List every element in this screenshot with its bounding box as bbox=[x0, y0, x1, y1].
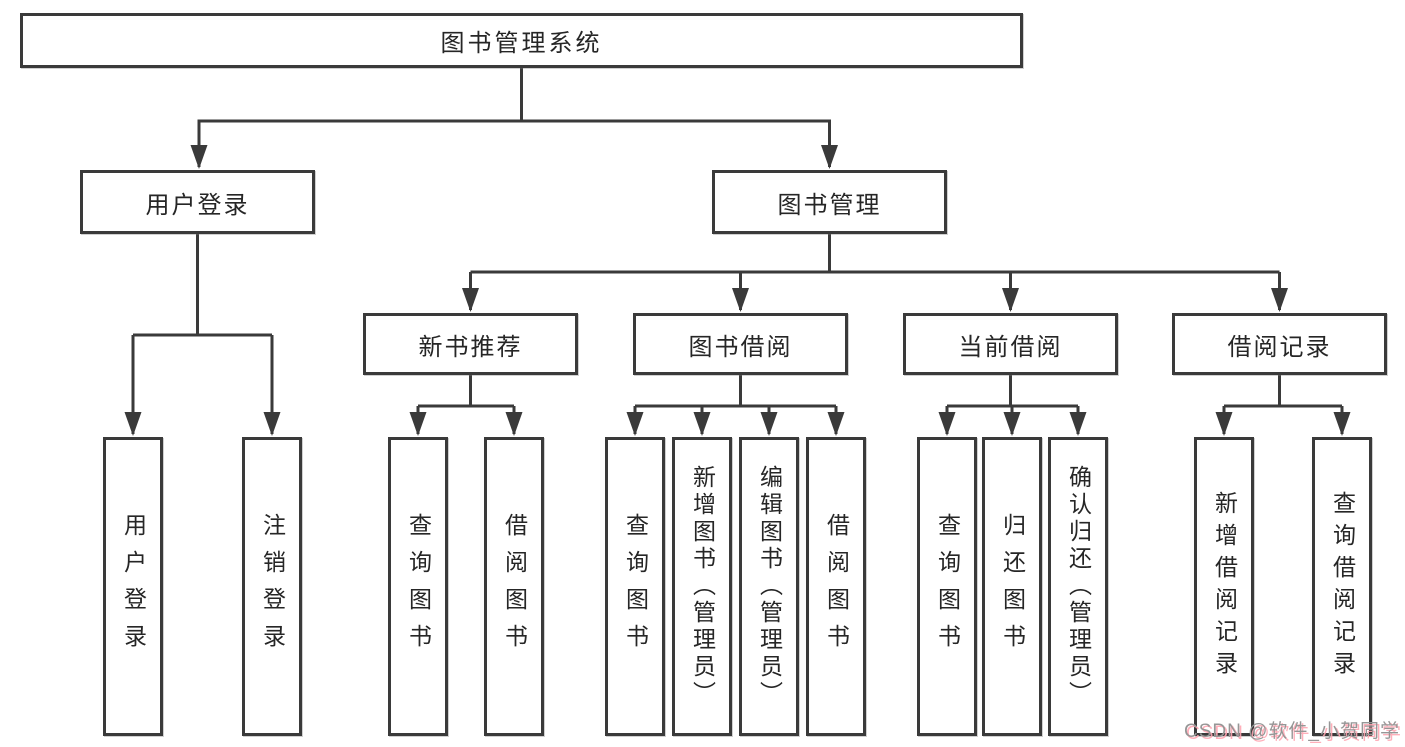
node-new-book-recommend: 新书推荐 bbox=[363, 313, 578, 375]
node-label: 注销登录 bbox=[259, 512, 286, 661]
node-label: 借阅图书 bbox=[823, 512, 850, 661]
node-current-borrow: 当前借阅 bbox=[903, 313, 1118, 375]
node-label: 新书推荐 bbox=[418, 333, 523, 361]
csdn-watermark: CSDN @软件_小贺同学 bbox=[1184, 721, 1400, 742]
node-book-management-branch: 图书管理 bbox=[712, 170, 947, 234]
node-book-borrow: 图书借阅 bbox=[633, 313, 848, 375]
node-label: 当前借阅 bbox=[958, 333, 1063, 361]
node-label: 确认归还（管理员） bbox=[1065, 465, 1092, 708]
leaf-return-books: 归还图书 bbox=[982, 437, 1042, 736]
node-label: 借阅记录 bbox=[1227, 333, 1332, 361]
leaf-edit-books-admin: 编辑图书（管理员） bbox=[739, 437, 799, 736]
leaf-logout-login: 注销登录 bbox=[242, 437, 302, 736]
node-label: 用户登录 bbox=[145, 191, 250, 219]
leaf-borrow-books: 借阅图书 bbox=[806, 437, 866, 736]
node-label: 图书管理 bbox=[777, 191, 882, 219]
node-label: 借阅图书 bbox=[501, 512, 528, 661]
node-root-system: 图书管理系统 bbox=[20, 13, 1023, 68]
leaf-add-borrow-record: 新增借阅记录 bbox=[1194, 437, 1254, 736]
node-label: 查询图书 bbox=[934, 512, 961, 661]
node-label: 新增借阅记录 bbox=[1211, 490, 1238, 683]
node-borrow-records: 借阅记录 bbox=[1172, 313, 1387, 375]
leaf-query-books-recommend: 查询图书 bbox=[388, 437, 448, 736]
node-label: 新增图书（管理员） bbox=[689, 465, 716, 708]
node-label: 用户登录 bbox=[120, 512, 147, 661]
leaf-add-books-admin: 新增图书（管理员） bbox=[672, 437, 732, 736]
node-label: 编辑图书（管理员） bbox=[756, 465, 783, 708]
node-label: 图书管理系统 bbox=[440, 30, 603, 57]
leaf-borrow-books-recommend: 借阅图书 bbox=[484, 437, 544, 736]
leaf-confirm-return-admin: 确认归还（管理员） bbox=[1048, 437, 1108, 736]
leaf-query-books-current: 查询图书 bbox=[917, 437, 977, 736]
node-user-login-branch: 用户登录 bbox=[80, 170, 315, 234]
leaf-query-borrow-record: 查询借阅记录 bbox=[1312, 437, 1372, 736]
node-label: 查询图书 bbox=[622, 512, 649, 661]
leaf-user-login: 用户登录 bbox=[103, 437, 163, 736]
leaf-query-books-borrow: 查询图书 bbox=[605, 437, 665, 736]
node-label: 归还图书 bbox=[999, 512, 1026, 661]
node-label: 查询图书 bbox=[405, 512, 432, 661]
node-label: 图书借阅 bbox=[688, 333, 793, 361]
node-label: 查询借阅记录 bbox=[1329, 490, 1356, 683]
